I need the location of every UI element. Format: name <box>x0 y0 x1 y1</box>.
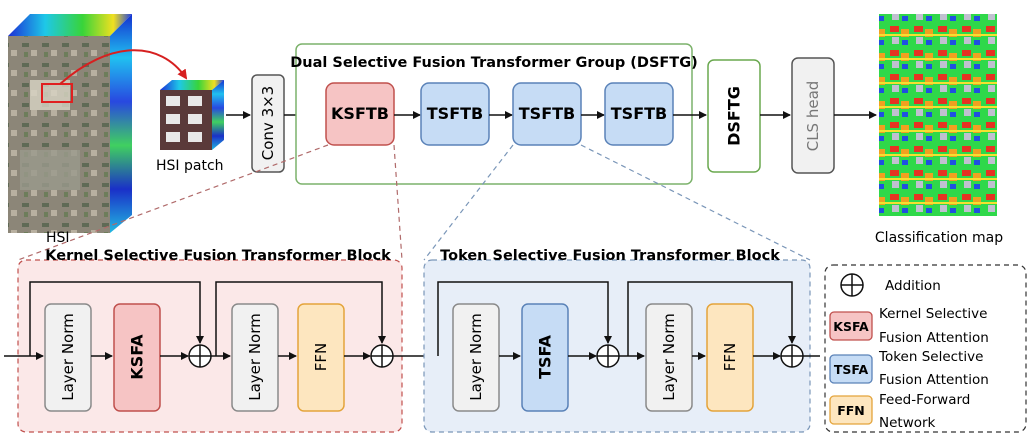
legend-ksfa-desc-2: Fusion Attention <box>879 330 989 346</box>
classification-map-label: Classification map <box>875 230 1003 246</box>
svg-text:FFN: FFN <box>721 343 739 371</box>
svg-text:Layer Norm: Layer Norm <box>467 313 485 401</box>
zoom-line-tsftb-left <box>423 144 514 261</box>
conv-3x3-label: Conv 3×3 <box>259 86 277 160</box>
ksftb-skip-2 <box>215 281 386 356</box>
svg-text:KSFTB: KSFTB <box>331 104 389 123</box>
ksftb-layer-norm-1 <box>44 303 92 412</box>
dsftg-group-container <box>295 43 693 185</box>
legend-ffn-desc-1: Feed-Forward <box>879 392 970 408</box>
legend-tsfa-desc-2: Fusion Attention <box>879 372 989 388</box>
tsftb-addition-2 <box>780 344 804 368</box>
group-block-tsftb-3: TSFTB <box>604 82 674 146</box>
legend-ksfa-desc-1: Kernel Selective <box>879 306 987 322</box>
zoom-line-ksftb-left <box>17 144 329 261</box>
tsftb-ffn-box <box>706 303 754 412</box>
legend-tsfa-desc-1: Token Selective <box>878 349 983 365</box>
tsftb-layer-norm-2 <box>645 303 693 412</box>
legend-ffn-swatch <box>829 395 873 425</box>
legend-box <box>824 264 1027 433</box>
group-block-ksftb: KSFTB <box>325 82 395 146</box>
svg-text:FFN: FFN <box>837 403 865 418</box>
tsftb-addition-1 <box>596 344 620 368</box>
zoom-line-ksftb-right <box>393 144 403 261</box>
conv-3x3-box <box>251 74 285 173</box>
ksftb-detail-title: Kernel Selective Fusion Transformer Bloc… <box>45 248 391 264</box>
svg-text:Layer Norm: Layer Norm <box>660 313 678 401</box>
dsftg-group-title: Dual Selective Fusion Transformer Group … <box>290 55 697 71</box>
dsftg-label: DSFTG <box>725 86 744 146</box>
hsi-cube-image <box>8 14 132 233</box>
legend-ffn-desc-2: Network <box>879 415 936 431</box>
group-block-tsftb-1: TSFTB <box>420 82 490 146</box>
ksftb-ffn-box <box>297 303 345 412</box>
legend-ksfa-swatch <box>829 311 873 341</box>
legend-tsfa-swatch <box>829 354 873 384</box>
svg-text:TSFA: TSFA <box>834 362 869 377</box>
ksftb-addition-2 <box>370 344 394 368</box>
svg-text:TSFA: TSFA <box>536 334 555 379</box>
svg-text:TSFTB: TSFTB <box>427 104 483 123</box>
svg-text:TSFTB: TSFTB <box>611 104 667 123</box>
svg-text:KSFA: KSFA <box>128 334 147 380</box>
ksftb-layer-norm-2 <box>231 303 279 412</box>
hsi-label: HSI <box>46 230 70 246</box>
zoom-line-tsftb-right <box>580 144 811 261</box>
cls-head-label: CLS head <box>804 81 822 152</box>
svg-text:FFN: FFN <box>312 343 330 371</box>
tsftb-skip-1 <box>437 281 612 356</box>
svg-text:KSFA: KSFA <box>833 319 869 334</box>
tsftb-layer-norm-1 <box>452 303 500 412</box>
svg-text:TSFTB: TSFTB <box>519 104 575 123</box>
ksftb-addition-1 <box>188 344 212 368</box>
tsftb-detail-title: Token Selective Fusion Transformer Block <box>440 248 780 264</box>
hsi-patch-image <box>160 80 224 150</box>
legend-addition-icon <box>840 273 864 297</box>
ksftb-skip-1 <box>29 281 204 356</box>
dsftg-box <box>707 59 761 173</box>
svg-text:Layer Norm: Layer Norm <box>59 313 77 401</box>
tsftb-skip-2 <box>627 281 796 356</box>
patch-extraction-arrow <box>59 49 188 85</box>
hsi-patch-label: HSI patch <box>156 158 224 174</box>
tsftb-tsfa-box <box>521 303 569 412</box>
ksftb-ksfa-box <box>113 303 161 412</box>
svg-text:Layer Norm: Layer Norm <box>246 313 264 401</box>
classification-map-image <box>879 14 997 216</box>
group-block-tsftb-2: TSFTB <box>512 82 582 146</box>
legend-addition-label: Addition <box>885 278 941 294</box>
